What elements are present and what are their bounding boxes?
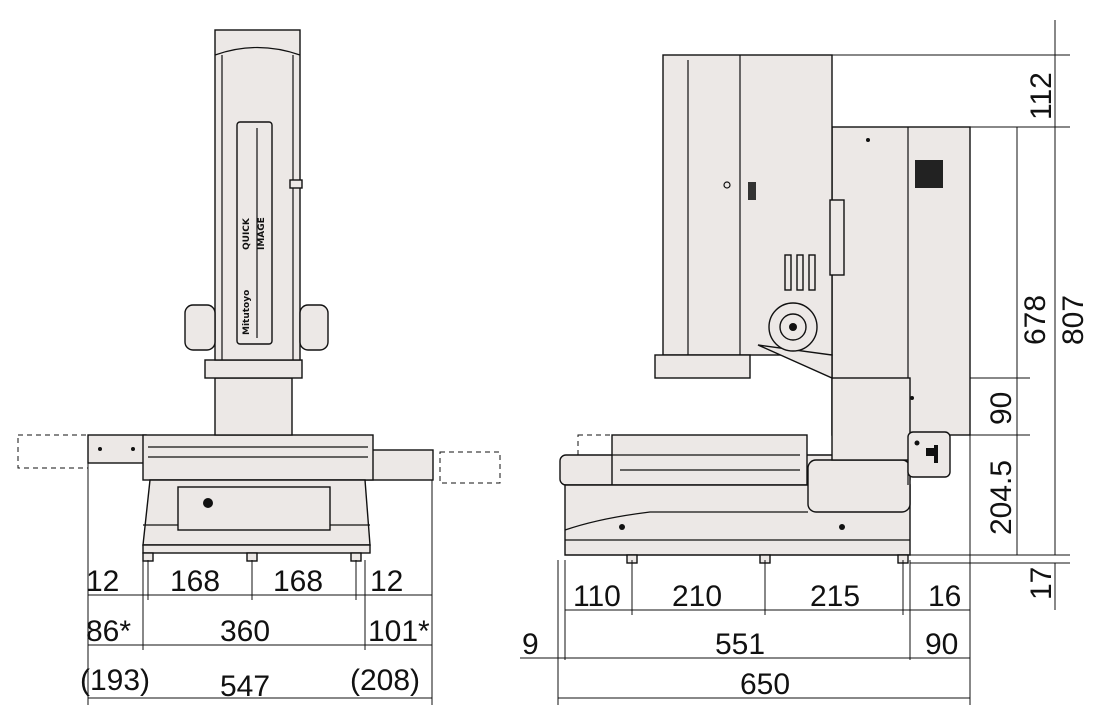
scale (829, 199, 845, 276)
dim-side-210: 210 (672, 580, 722, 613)
objective-housing (654, 354, 751, 379)
vent-grille-icon (915, 160, 943, 188)
dim-vert-807: 807 (1057, 295, 1090, 345)
dim-side-110: 110 (573, 580, 621, 613)
dim-side-215: 215 (810, 580, 860, 613)
dim-front-86: 86* (86, 615, 131, 648)
dim-front-168-right: 168 (273, 565, 323, 598)
stage-left-extension (87, 434, 147, 464)
stage-travel-left-dashed (17, 434, 89, 469)
dim-front-12-left: 12 (86, 565, 119, 598)
feet (142, 552, 362, 562)
dim-side-90: 90 (925, 628, 958, 661)
dim-vert-678: 678 (1019, 295, 1052, 345)
dim-front-168-left: 168 (170, 565, 220, 598)
dim-side-650: 650 (740, 668, 790, 701)
side-feet (626, 554, 909, 564)
dim-front-101: 101* (368, 615, 430, 648)
maker-logo: Mitutoyo (242, 290, 252, 335)
right-knob (299, 304, 329, 351)
left-knob (184, 304, 216, 351)
base-knob-icon (203, 498, 213, 508)
logo-plate (236, 121, 273, 345)
stage-right-extension (364, 449, 434, 481)
dim-front-193: (193) (80, 664, 150, 697)
dim-side-9: 9 (522, 628, 539, 661)
product-logo-line1: QUICK (242, 217, 252, 250)
side-dimension-lines (520, 20, 1070, 705)
front-dimension-lines (87, 463, 433, 705)
dim-vert-112: 112 (1025, 72, 1058, 120)
dim-vert-17: 17 (1025, 567, 1058, 600)
dim-side-16: 16 (928, 580, 961, 613)
dim-front-208: (208) (350, 664, 420, 697)
stage-travel-right-dashed (439, 451, 501, 484)
dim-front-547: 547 (220, 670, 270, 703)
side-view: 110 210 215 16 9 551 90 650 112 678 807 … (520, 20, 1090, 705)
base-panel (177, 486, 331, 531)
product-logo-line2: IMAGE (257, 217, 267, 250)
dim-front-360: 360 (220, 615, 270, 648)
column-base (214, 377, 293, 436)
dim-front-12-right: 12 (370, 565, 403, 598)
column-fitting (289, 179, 303, 189)
front-view: Mitutoyo QUICK IMAGE 12 168 168 12 86* 3… (17, 29, 501, 705)
dim-side-551: 551 (715, 628, 765, 661)
dim-vert-204-5: 204.5 (985, 460, 1018, 535)
dim-vert-90: 90 (985, 392, 1018, 425)
side-stage-carriage (611, 434, 808, 486)
